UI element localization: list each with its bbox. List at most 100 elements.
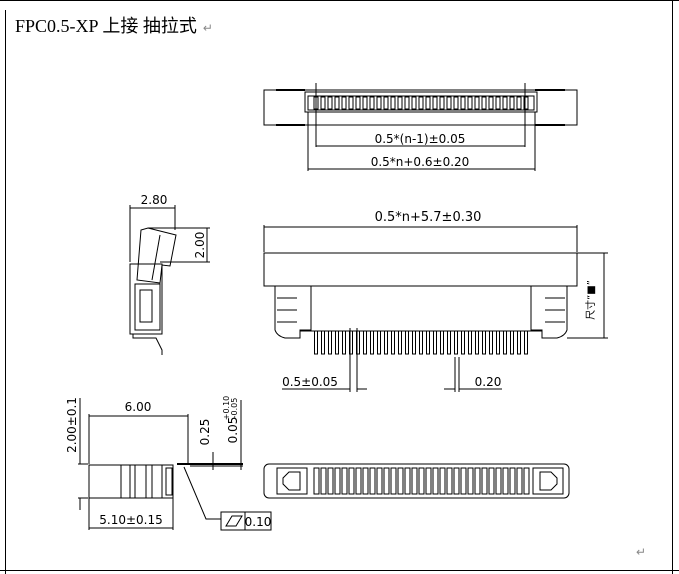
- pin: [334, 467, 341, 495]
- pin-width-dimension: 0.20: [475, 375, 502, 389]
- pin: [516, 96, 522, 110]
- pin: [517, 330, 521, 355]
- pin: [419, 330, 423, 355]
- pin: [439, 467, 446, 495]
- pitch-span-dimension: 0.5*(n-1)±0.05: [375, 132, 466, 146]
- pin: [467, 467, 474, 495]
- pin: [390, 467, 397, 495]
- paragraph-mark-icon: ↵: [636, 545, 647, 559]
- pin: [447, 330, 451, 355]
- pin: [446, 96, 452, 110]
- pin: [383, 467, 390, 495]
- pin-offset-dimension: 0.25: [198, 419, 212, 446]
- pin: [384, 330, 388, 355]
- title-text: FPC0.5-XP 上接 抽拉式: [15, 16, 197, 36]
- pitch-dimension: 0.5±0.05: [282, 375, 338, 389]
- pin: [348, 96, 354, 110]
- overall-width-dimension: 0.5*n+5.7±0.30: [375, 210, 482, 225]
- pin: [475, 330, 479, 355]
- coplanarity-dimension: 0.05: [226, 417, 240, 444]
- pin: [440, 330, 444, 355]
- pin: [328, 330, 332, 355]
- pin: [488, 467, 495, 495]
- pin: [467, 96, 473, 110]
- document-title: FPC0.5-XP 上接 抽拉式 ↵: [15, 12, 213, 38]
- pin: [489, 330, 493, 355]
- pin: [482, 330, 486, 355]
- pin: [320, 467, 327, 495]
- pin: [376, 96, 382, 110]
- coplanarity-lower-tol: -0.05: [230, 398, 239, 419]
- pin: [348, 467, 355, 495]
- pin: [460, 96, 466, 110]
- pin: [418, 96, 424, 110]
- pin: [320, 96, 326, 110]
- pin: [516, 467, 523, 495]
- pin: [446, 467, 453, 495]
- pin: [432, 96, 438, 110]
- front-view: 0.5*n+5.7±0.30 尺寸“■” 0.5±0.05 0.20: [263, 210, 608, 392]
- pin: [524, 330, 528, 355]
- frame-line: [0, 0, 679, 1]
- pin: [335, 330, 339, 355]
- pin: [439, 96, 445, 110]
- pin: [488, 96, 494, 110]
- pin: [341, 96, 347, 110]
- pin: [397, 467, 404, 495]
- pin: [313, 467, 320, 495]
- paragraph-mark-icon: ↵: [202, 21, 213, 35]
- pin: [327, 96, 333, 110]
- pin: [481, 467, 488, 495]
- pin: [495, 96, 501, 110]
- pin: [481, 96, 487, 110]
- pin: [363, 330, 367, 355]
- pin: [502, 467, 509, 495]
- pin: [369, 467, 376, 495]
- actuator-height-dimension: 2.00: [193, 232, 207, 259]
- top-view: 0.5*(n-1)±0.05 0.5*n+0.6±0.20: [263, 83, 578, 171]
- side-height-label: 尺寸“■”: [584, 280, 597, 320]
- pin: [461, 330, 465, 355]
- height-dimension: 2.00±0.1: [65, 397, 79, 453]
- pin: [454, 330, 458, 355]
- pin: [474, 96, 480, 110]
- flatness-symbol-icon: [225, 515, 243, 527]
- depth-dimension: 6.00: [125, 400, 152, 414]
- pin: [334, 96, 340, 110]
- base-depth-dimension: 5.10±0.15: [99, 513, 163, 527]
- section-view: 2.00±0.1 6.00 5.10±0.15 0.25 0.05 +0.10 …: [65, 396, 272, 531]
- frame-line: [672, 0, 673, 574]
- bottom-pin-row: [313, 467, 530, 495]
- pin: [383, 96, 389, 110]
- pin: [377, 330, 381, 355]
- pin: [502, 96, 508, 110]
- bottom-view: [263, 463, 570, 499]
- pin: [496, 330, 500, 355]
- pin: [432, 467, 439, 495]
- pin: [362, 96, 368, 110]
- pin: [405, 330, 409, 355]
- pin: [474, 467, 481, 495]
- pin: [370, 330, 374, 355]
- pin: [321, 330, 325, 355]
- pin: [523, 96, 529, 110]
- pin: [503, 330, 507, 355]
- pin: [425, 467, 432, 495]
- pin: [453, 467, 460, 495]
- pin: [362, 467, 369, 495]
- pin: [355, 467, 362, 495]
- pin: [411, 467, 418, 495]
- pin: [404, 96, 410, 110]
- pin: [411, 96, 417, 110]
- frame-line: [0, 570, 679, 571]
- actuator-width-dimension: 2.80: [141, 193, 168, 207]
- pin: [509, 96, 515, 110]
- pin: [425, 96, 431, 110]
- pin: [510, 330, 514, 355]
- pin: [376, 467, 383, 495]
- pin: [453, 96, 459, 110]
- pin: [397, 96, 403, 110]
- pin: [398, 330, 402, 355]
